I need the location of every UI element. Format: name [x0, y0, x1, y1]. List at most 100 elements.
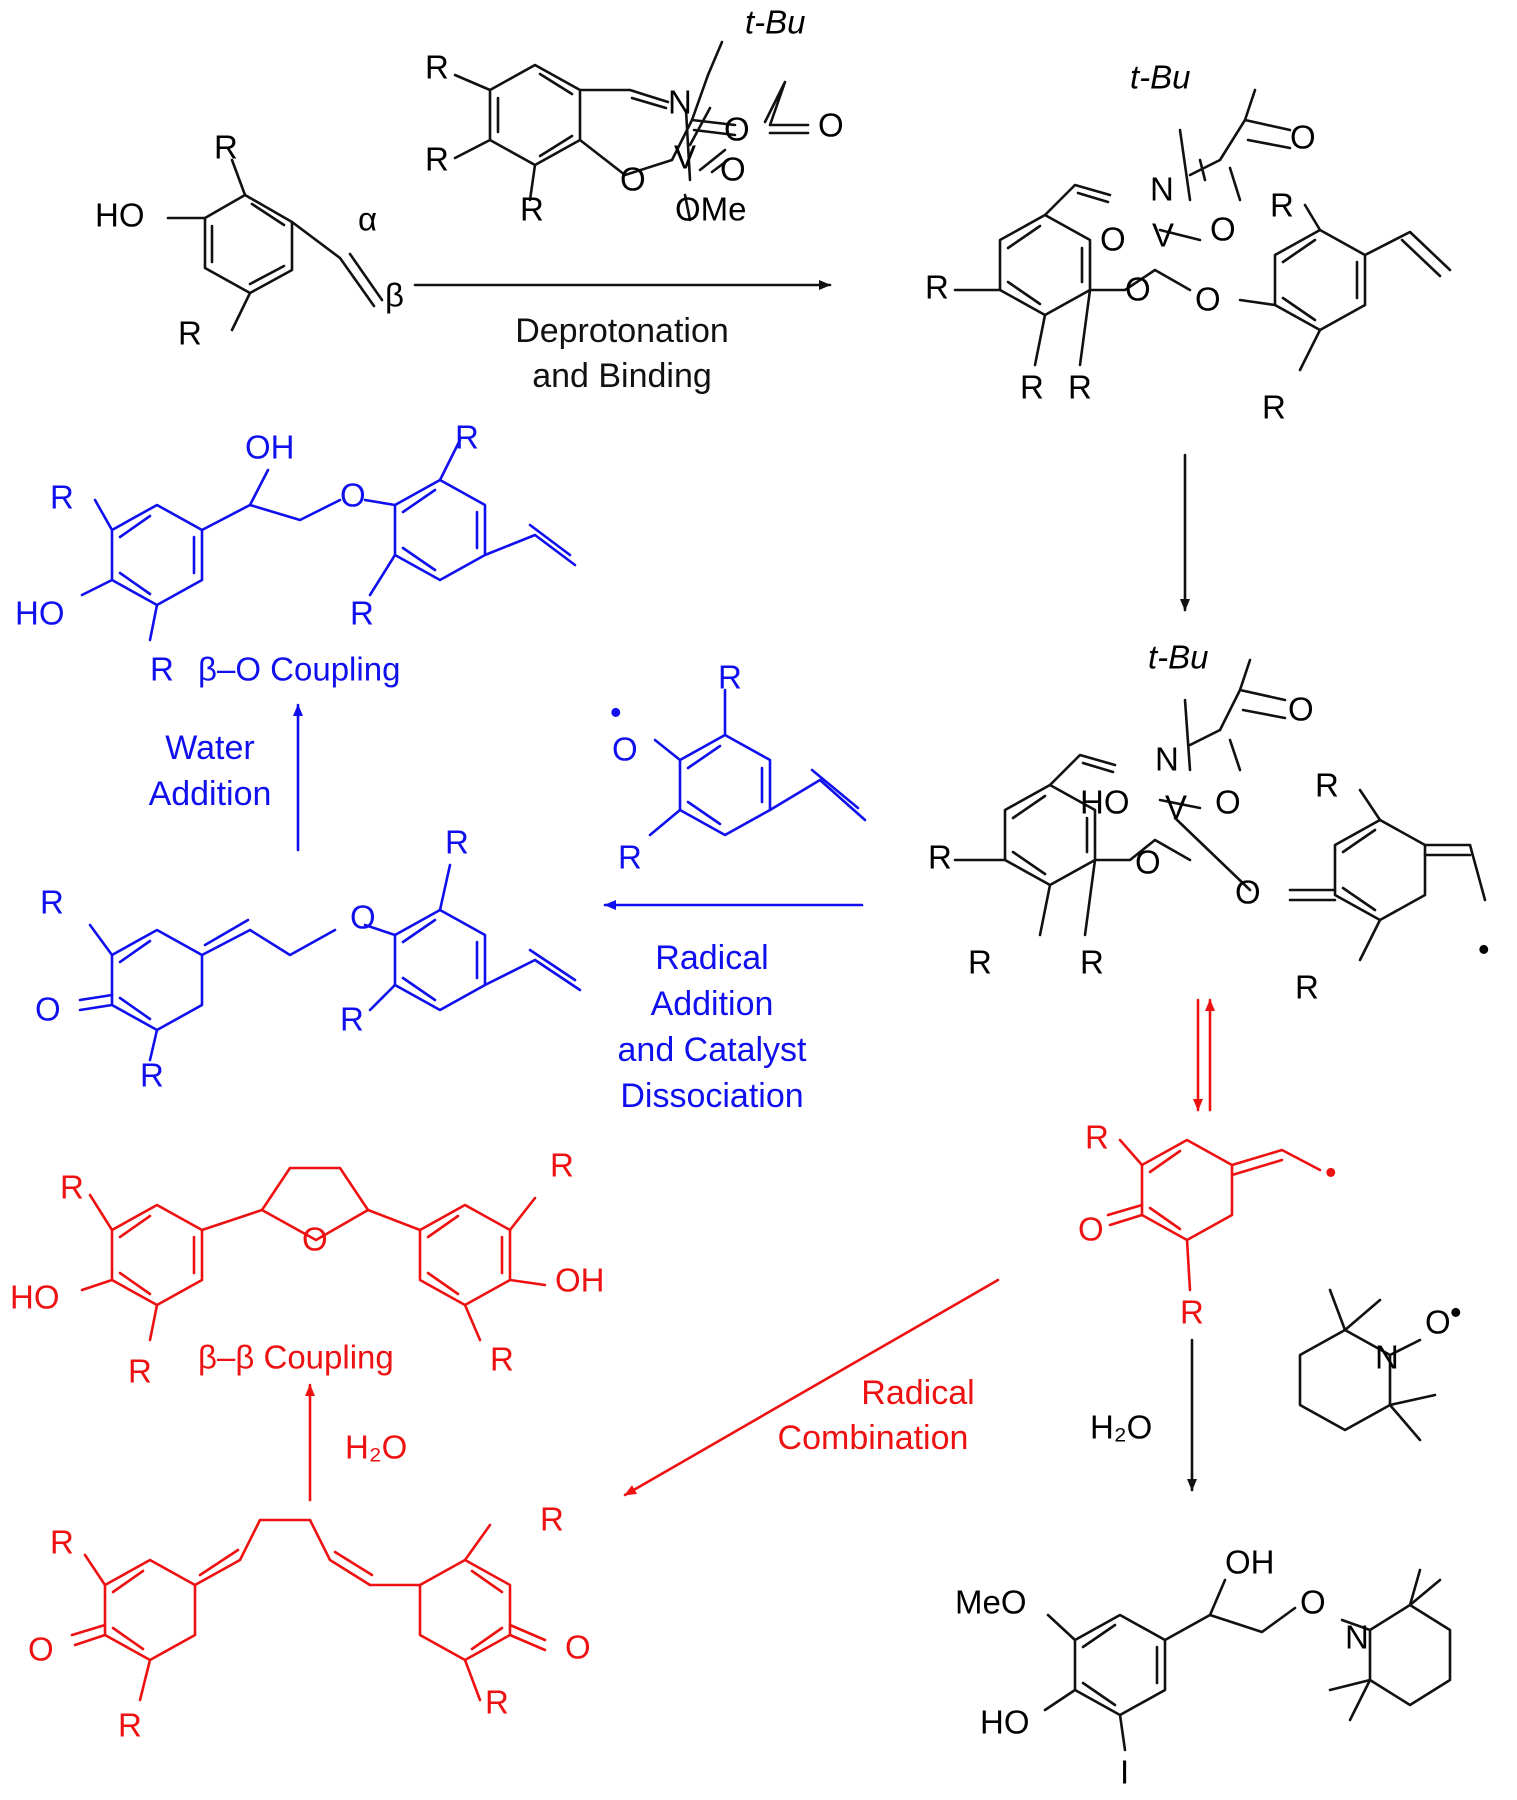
label-O: O — [350, 899, 376, 936]
vanadium-catalyst: R R R N V O O O O OMe t-Bu — [425, 4, 844, 228]
label-N: N — [1345, 1619, 1369, 1656]
beta-o-product: OH O R R HO R R β–O Coupling — [15, 419, 577, 688]
label-R: R — [340, 1001, 364, 1038]
label-OH: OH — [245, 429, 295, 466]
label-O: O — [1235, 874, 1261, 911]
phenoxy-radical: O • R R — [610, 659, 867, 876]
caption-water-addition-2: Addition — [149, 775, 272, 813]
caption-radical-addition-2: Addition — [651, 985, 774, 1023]
label-N: N — [1150, 171, 1174, 208]
label-R: R — [1085, 1119, 1109, 1156]
label-O: O — [28, 1631, 54, 1668]
label-N: N — [668, 84, 692, 121]
label-R: R — [455, 419, 479, 456]
caption-radical-addition-1: Radical — [655, 939, 768, 977]
arrow-deprotonation: Deprotonation and Binding — [413, 280, 832, 395]
label-R: R — [618, 839, 642, 876]
label-I: I — [1120, 1754, 1129, 1791]
caption-water-addition-1: Water — [165, 729, 254, 767]
label-O: O — [1300, 1584, 1326, 1621]
radical-dot: • — [610, 694, 622, 731]
beta-beta-product: O R HO R R OH R β–β Coupling — [10, 1147, 605, 1390]
tempo: N O • — [1298, 1288, 1462, 1442]
label-HO: HO — [95, 197, 145, 234]
label-R: R — [1315, 767, 1339, 804]
arrow-tempo-trap: H₂O — [1090, 1338, 1197, 1492]
label-R: R — [1262, 389, 1286, 426]
label-R: R — [118, 1707, 142, 1744]
label-O: O — [1100, 221, 1126, 258]
label-HO-V: HO — [1080, 784, 1130, 821]
label-R: R — [1068, 369, 1092, 406]
label-R: R — [150, 651, 174, 688]
label-O: O — [35, 991, 61, 1028]
radical-dot: • — [1450, 1294, 1462, 1331]
label-R: R — [128, 1353, 152, 1390]
label-R: R — [1180, 1294, 1204, 1331]
label-V: V — [1165, 789, 1187, 826]
label-HO: HO — [15, 595, 65, 632]
label-R: R — [140, 1057, 164, 1094]
caption-radical-combination-1: Radical — [861, 1374, 974, 1412]
label-alpha: α — [358, 201, 377, 238]
label-R: R — [968, 944, 992, 981]
label-R: R — [550, 1147, 574, 1184]
label-MeO: MeO — [955, 1584, 1027, 1621]
arrow-equilibrium — [1193, 998, 1215, 1112]
label-R: R — [425, 141, 449, 178]
label-N: N — [1375, 1339, 1399, 1376]
label-R: R — [214, 129, 238, 166]
label-R: R — [1020, 369, 1044, 406]
label-R: R — [350, 595, 374, 632]
label-O: O — [620, 161, 646, 198]
caption-radical-combination-2: Combination — [778, 1419, 969, 1457]
label-V: V — [1152, 217, 1174, 254]
label-R: R — [50, 1524, 74, 1561]
label-O: O — [720, 151, 746, 188]
caption-deprotonation-1: Deprotonation — [515, 312, 729, 350]
arrow-water-addition: Water Addition — [149, 703, 303, 852]
label-O: O — [1135, 844, 1161, 881]
arrow-radical-combination: Radical Combination — [623, 1278, 1000, 1497]
label-O: O — [1215, 784, 1241, 821]
bound-phenolate-complex: t-Bu O N V O O O O R R R R R — [925, 59, 1452, 426]
free-quinone-methide-radical: R O R • — [1078, 1119, 1337, 1331]
label-R: R — [40, 884, 64, 921]
label-O: O — [1210, 211, 1236, 248]
caption-beta-o: β–O Coupling — [198, 651, 400, 688]
label-HO: HO — [980, 1704, 1030, 1741]
label-N: N — [1155, 741, 1179, 778]
label-R: R — [490, 1341, 514, 1378]
label-O: O — [612, 731, 638, 768]
label-R: R — [925, 269, 949, 306]
label-R: R — [178, 315, 202, 352]
label-O: O — [1125, 271, 1151, 308]
label-R: R — [1080, 944, 1104, 981]
label-OMe: OMe — [675, 191, 747, 228]
caption-beta-beta: β–β Coupling — [198, 1339, 394, 1376]
label-h2o: H₂O — [345, 1429, 407, 1466]
label-O: O — [1425, 1304, 1451, 1341]
label-h2o: H₂O — [1090, 1409, 1152, 1446]
label-HO: HO — [10, 1279, 60, 1316]
label-O: O — [1290, 119, 1316, 156]
label-R: R — [928, 839, 952, 876]
caption-radical-addition-4: Dissociation — [620, 1077, 803, 1115]
label-R: R — [50, 479, 74, 516]
label-R: R — [1270, 187, 1294, 224]
label-R: R — [1295, 969, 1319, 1006]
label-O: O — [302, 1221, 328, 1258]
label-R: R — [718, 659, 742, 696]
arrow-radical-addition: Radical Addition and Catalyst Dissociati… — [603, 900, 864, 1115]
bis-quinone-methide: R O R R O R — [28, 1501, 591, 1744]
label-tBu: t-Bu — [745, 4, 806, 41]
substrate-vinylphenol: R HO R α β — [95, 129, 404, 352]
caption-deprotonation-2: and Binding — [532, 357, 712, 395]
radical-complex: t-Bu O N HO V O O O R R R R R • — [928, 639, 1490, 1006]
label-beta: β — [385, 277, 404, 314]
label-R: R — [485, 1684, 509, 1721]
label-O: O — [1078, 1211, 1104, 1248]
label-O: O — [1288, 691, 1314, 728]
arrow-water: H₂O — [305, 1383, 407, 1502]
